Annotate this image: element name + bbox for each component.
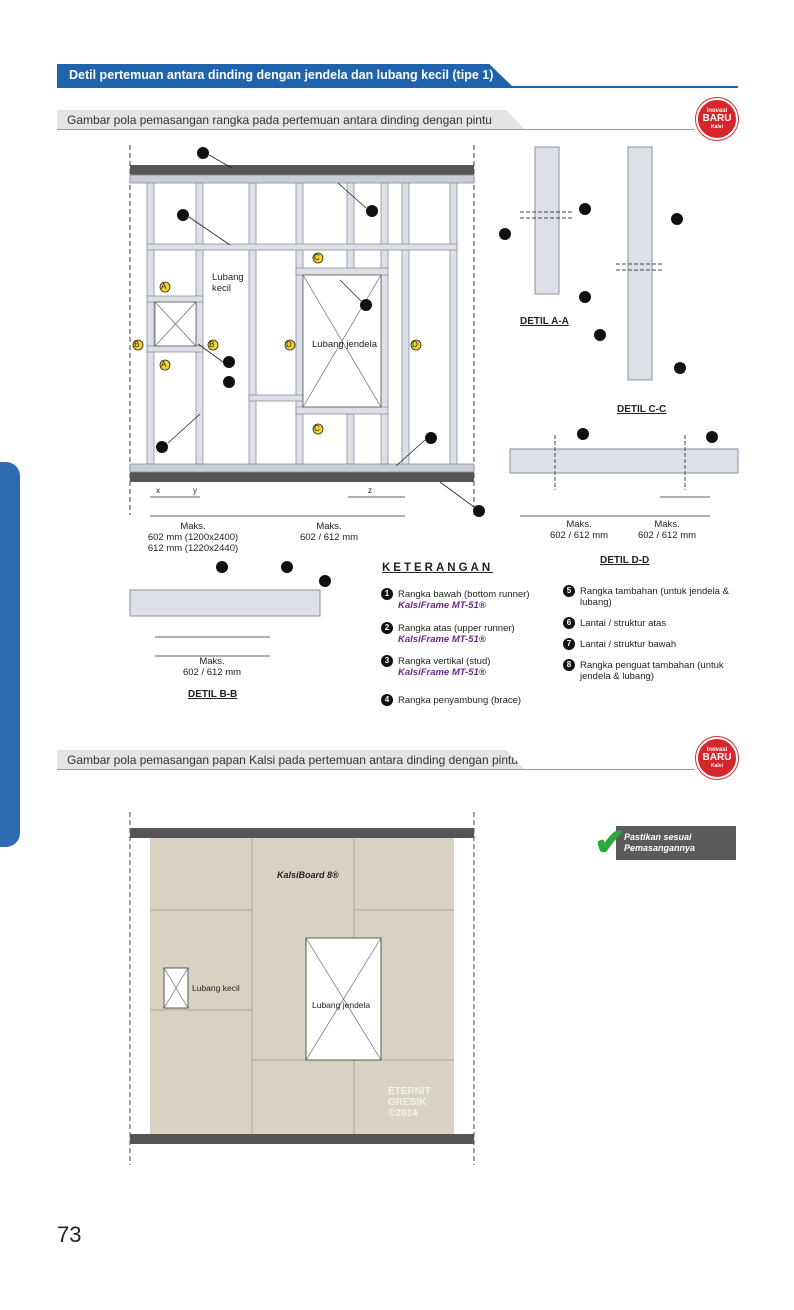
studs [146,182,458,465]
ket-item-4: Rangka penyambung (brace) [398,695,522,706]
subtitle-rule-2 [57,769,695,770]
detail-cc [594,146,686,381]
detail-dd [509,428,739,517]
detail-bb-title: DETIL B-B [188,689,238,700]
watermark: ETERNIT GRESIK ©2014 [388,1086,431,1119]
ket-num-8: 8 [563,659,575,671]
section-marker-b: B [134,340,140,349]
callouts [156,147,485,517]
upper-structure [130,165,474,175]
section-rule [57,86,738,88]
ket-num-6: 6 [563,617,575,629]
check-icon: ✔ [594,822,626,864]
ket-num-7: 7 [563,638,575,650]
upper-runner [129,174,475,184]
board-brand: KalsiBoard 8® [277,870,339,880]
dim-maks-dd-left: Maks. 602 / 612 mm [549,519,609,541]
dim-maks-left: Maks. 602 mm (1200x2400) 612 mm (1220x24… [147,521,239,554]
dim-maks-bb: Maks. 602 / 612 mm [182,656,242,678]
ket-item-7: Lantai / struktur bawah [580,639,677,650]
ket-item-2: Rangka atas (upper runner)KalsiFrame MT-… [398,623,515,645]
board-label-lubang-jendela: Lubang jendela [312,1000,371,1010]
section-marker-a-2: A [161,360,167,369]
section-marker-c: C [314,253,320,262]
detail-aa-title: DETIL A-A [520,316,569,327]
subtitle-frame: Gambar pola pemasangan rangka pada perte… [57,110,525,130]
ket-num-1: 1 [381,588,393,600]
ket-num-5: 5 [563,585,575,597]
subtitle-board: Gambar pola pemasangan papan Kalsi pada … [57,750,525,770]
ket-num-2: 2 [381,622,393,634]
ket-num-4: 4 [381,694,393,706]
section-marker-d-2: D [412,340,418,349]
keterangan-title: KETERANGAN [382,562,494,574]
section-marker-a: A [161,282,167,291]
subtitle-rule-1 [57,129,695,130]
ket-item-6: Lantai / struktur atas [580,618,667,629]
section-marker-c-2: C [314,424,320,433]
ket-num-3: 3 [381,655,393,667]
board-label-lubang-kecil: Lubang kecil [192,983,240,993]
page-number: 73 [57,1222,82,1247]
label-lubang-kecil: Lubang kecil [212,272,244,294]
ket-item-1: Rangka bawah (bottom runner)KalsiFrame M… [398,589,530,611]
ket-item-5: Rangka tambahan (untuk jendela & lubang) [580,586,729,608]
label-lubang-jendela: Lubang jendela [312,339,377,350]
dim-y: y [193,486,197,495]
board-drawing [129,812,475,1165]
dim-x: x [156,486,160,495]
bottom-runner [129,463,475,473]
detail-dd-title: DETIL D-D [600,555,650,566]
dim-maks-dd-right: Maks. 602 / 612 mm [637,519,697,541]
dim-z: z [368,486,372,495]
lower-structure [130,472,474,482]
dim-maks-mid: Maks. 602 / 612 mm [299,521,359,543]
section-marker-b-2: B [209,340,215,349]
section-marker-d: D [286,340,292,349]
detail-bb [129,561,331,657]
ket-item-3: Rangka vertikal (stud)KalsiFrame MT-51® [398,656,491,678]
section-title: Detil pertemuan antara dinding dengan je… [57,64,512,86]
detail-cc-title: DETIL C-C [617,404,667,415]
ket-item-8: Rangka penguat tambahan (untuk jendela &… [580,660,724,682]
side-tab [0,462,20,847]
detail-aa [499,146,591,303]
